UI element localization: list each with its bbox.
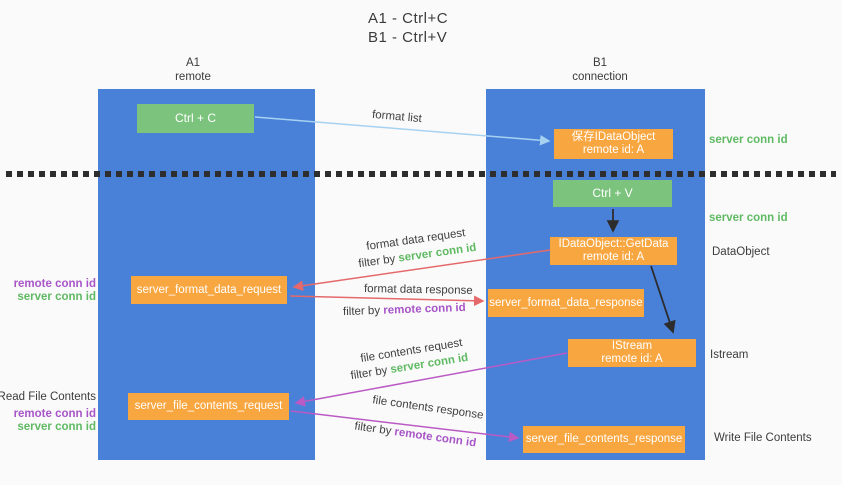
node-istream-line2: remote id: A bbox=[601, 353, 663, 365]
label-server-conn-id-right-mid: server conn id bbox=[709, 212, 788, 224]
lane-a1-subtitle: remote bbox=[175, 71, 211, 83]
node-server-file-contents-request-label: server_file_contents_request bbox=[134, 400, 283, 412]
label-file-contents-response: file contents response bbox=[371, 394, 485, 422]
label-format-data-response-filter-prefix: filter by bbox=[342, 304, 384, 319]
title-line-paste: B1 - Ctrl+V bbox=[368, 29, 448, 46]
node-server-file-contents-response-label: server_file_contents_response bbox=[525, 433, 683, 445]
label-file-contents-response-filter-key: remote conn id bbox=[393, 426, 477, 450]
label-read-file-contents: Read File Contents bbox=[0, 391, 96, 403]
label-server-conn-id-top-left: server conn id bbox=[17, 291, 96, 303]
label-format-data-response: format data response bbox=[363, 283, 473, 297]
node-idataobject-getdata: IDataObject::GetData remote id: A bbox=[550, 237, 677, 265]
node-server-format-data-request: server_format_data_request bbox=[131, 276, 287, 304]
node-server-format-data-response: server_format_data_response bbox=[488, 289, 644, 317]
node-istream-line1: IStream bbox=[611, 340, 653, 352]
lane-header-a1: A1 remote bbox=[133, 56, 253, 84]
lane-b1-name: B1 bbox=[592, 57, 608, 69]
label-format-data-request-filter-prefix: filter by bbox=[357, 252, 400, 271]
lane-header-b1: B1 connection bbox=[540, 56, 660, 84]
label-left-conn-ids-top: remote conn id server conn id bbox=[14, 278, 96, 304]
label-remote-conn-id-top: remote conn id bbox=[13, 278, 96, 290]
lane-b1-subtitle: connection bbox=[572, 71, 628, 83]
diagram-title: A1 - Ctrl+C B1 - Ctrl+V bbox=[368, 9, 448, 47]
label-server-conn-id-bottom-left: server conn id bbox=[17, 421, 96, 433]
node-ctrl-v: Ctrl + V bbox=[553, 180, 672, 207]
node-save-idataobject: 保存IDataObject remote id: A bbox=[554, 129, 673, 159]
node-server-file-contents-request: server_file_contents_request bbox=[128, 393, 289, 420]
label-format-list: format list bbox=[371, 108, 423, 126]
format-data-response-arrow bbox=[289, 295, 485, 307]
title-line-copy: A1 - Ctrl+C bbox=[368, 10, 449, 27]
label-istream: Istream bbox=[710, 349, 749, 361]
label-file-contents-request-filter-prefix: filter by bbox=[349, 364, 392, 383]
label-file-contents-response-filter-prefix: filter by bbox=[353, 420, 396, 439]
node-istream: IStream remote id: A bbox=[568, 339, 696, 367]
label-file-contents-response-filter: filter by remote conn id bbox=[354, 421, 477, 450]
label-format-data-response-filter-key: remote conn id bbox=[383, 301, 466, 317]
node-ctrl-v-label: Ctrl + V bbox=[592, 186, 633, 200]
label-write-file-contents: Write File Contents bbox=[714, 432, 812, 444]
node-ctrl-c-label: Ctrl + C bbox=[174, 111, 216, 125]
node-idataobject-getdata-line1: IDataObject::GetData bbox=[558, 238, 669, 250]
node-server-format-data-request-label: server_format_data_request bbox=[136, 283, 282, 296]
label-server-conn-id-right-top: server conn id bbox=[709, 134, 788, 146]
node-idataobject-getdata-line2: remote id: A bbox=[582, 251, 645, 263]
node-server-format-data-response-label: server_format_data_response bbox=[489, 296, 643, 309]
node-server-file-contents-response: server_file_contents_response bbox=[523, 426, 685, 453]
dotted-divider-line bbox=[6, 171, 836, 177]
label-remote-conn-id-bottom: remote conn id bbox=[13, 408, 96, 420]
label-dataobject: DataObject bbox=[712, 246, 770, 258]
label-format-data-response-filter: filter by remote conn id bbox=[343, 302, 466, 318]
node-save-idataobject-line1: 保存IDataObject bbox=[571, 131, 656, 143]
lane-a1-name: A1 bbox=[185, 57, 201, 69]
label-left-conn-ids-bottom: remote conn id server conn id bbox=[14, 408, 96, 434]
node-ctrl-c: Ctrl + C bbox=[137, 104, 254, 133]
node-save-idataobject-line2: remote id: A bbox=[582, 144, 645, 156]
